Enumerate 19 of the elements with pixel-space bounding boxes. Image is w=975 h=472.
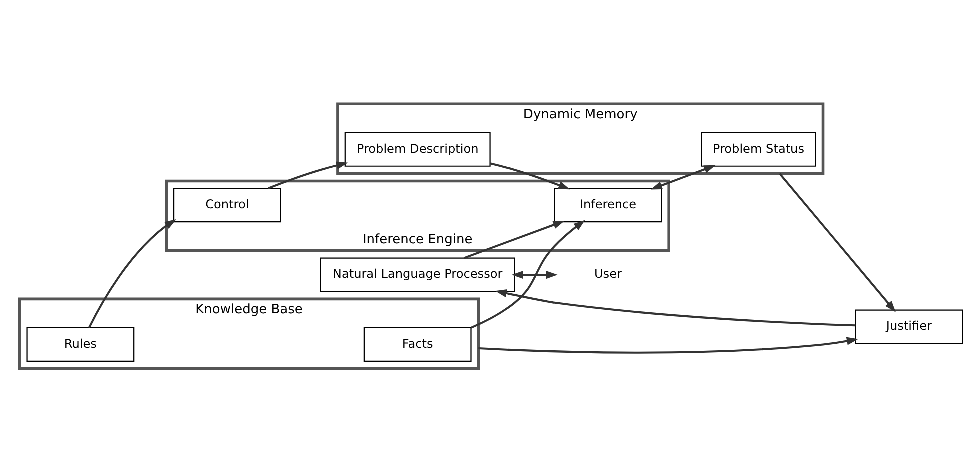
node-box: Facts [364,326,472,362]
arrow [478,336,858,354]
node-box: Rules [26,326,135,362]
arrow [470,220,586,328]
node-box: Problem Status [701,132,816,166]
arrow [779,172,896,312]
node-box: Inference [554,188,662,222]
node-box: Natural Language Processor [320,257,516,292]
node-text: User [594,266,622,281]
arrow [268,161,348,189]
arrow [88,218,176,328]
arrow [495,289,856,326]
node-box: Control [173,188,282,222]
arrow [650,164,716,190]
node-box: Justifier [855,309,964,344]
arrow [512,270,558,279]
arrow [490,162,570,190]
arrow [464,220,565,259]
node-box: Problem Description [344,132,491,166]
